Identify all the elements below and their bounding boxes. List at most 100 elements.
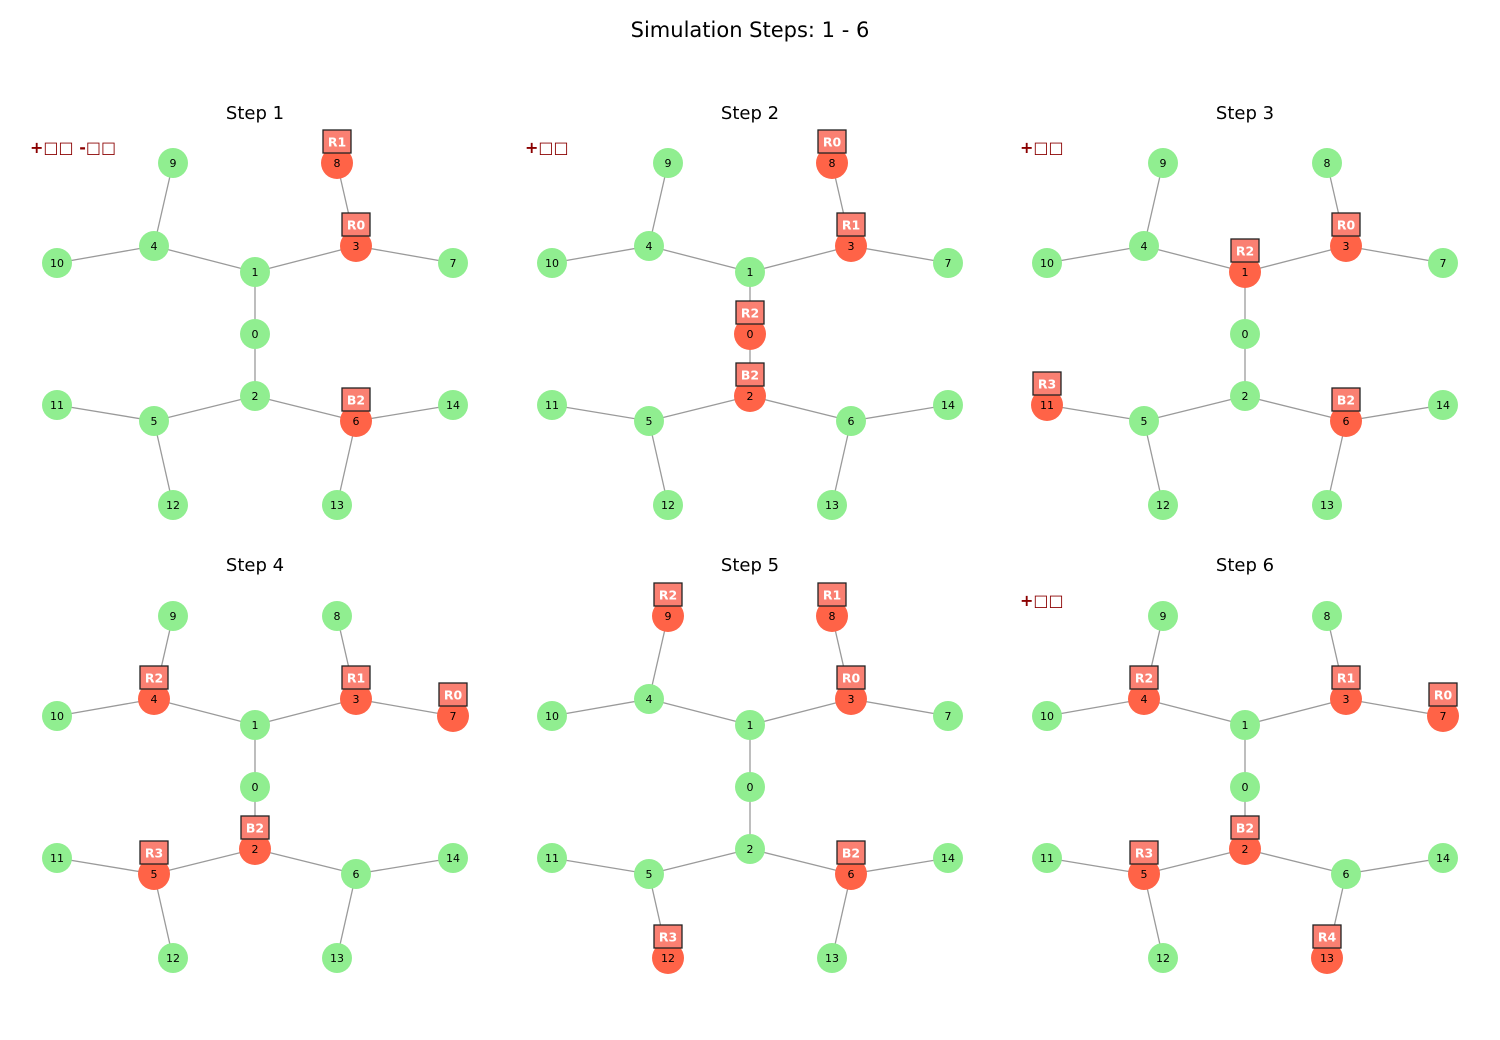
agent-label: R2: [1135, 671, 1153, 686]
graph-edge: [1345, 404, 1444, 422]
agent-label: B2: [1337, 393, 1355, 408]
agent-label: R2: [1236, 244, 1254, 259]
graph-edge: [153, 395, 256, 422]
graph-node: [1032, 701, 1062, 731]
graph-node: [438, 390, 468, 420]
graph-node: [1129, 231, 1159, 261]
graph-edge: [355, 404, 454, 422]
graph-edge: [551, 857, 650, 875]
node-id-label: 8: [829, 157, 836, 170]
agent-label: R0: [1337, 218, 1356, 233]
node-id-label: 6: [353, 868, 360, 881]
graph-node-occupied: [1330, 683, 1362, 715]
graph-edge: [850, 698, 949, 717]
node-id-label: 9: [665, 157, 672, 170]
graph-edge: [850, 857, 949, 875]
agent-label: R4: [1318, 930, 1337, 945]
node-id-label: 7: [1440, 257, 1447, 270]
node-id-label: 12: [661, 499, 675, 512]
agent-label-box: [1129, 665, 1159, 690]
agent-label: R3: [145, 846, 163, 861]
step-delta-text: +□□ -□□: [30, 138, 116, 157]
graph-node: [735, 257, 765, 287]
node-id-label: 13: [825, 499, 839, 512]
graph-node: [42, 701, 72, 731]
node-id-label: 13: [825, 952, 839, 965]
node-id-label: 3: [1343, 240, 1350, 253]
agent-label-box: [1032, 371, 1062, 396]
node-id-label: 3: [848, 240, 855, 253]
step-title: Step 6: [1216, 555, 1274, 576]
node-id-label: 7: [945, 710, 952, 723]
node-id-label: 7: [450, 257, 457, 270]
graph-node: [817, 943, 847, 973]
graph-edge: [1143, 848, 1246, 875]
graph-node-occupied: [734, 318, 766, 350]
agent-label: R1: [842, 218, 860, 233]
node-id-label: 5: [1141, 415, 1148, 428]
agent-label: R1: [347, 671, 365, 686]
graph-edge: [648, 698, 751, 726]
graph-node: [42, 390, 72, 420]
node-id-label: 11: [50, 399, 64, 412]
node-id-label: 3: [1343, 693, 1350, 706]
node-id-label: 9: [170, 157, 177, 170]
graph-edge: [153, 848, 256, 875]
graph-node: [240, 319, 270, 349]
node-id-label: 4: [1141, 693, 1148, 706]
graph-node: [634, 231, 664, 261]
agent-label-box: [1331, 665, 1361, 690]
agent-label: R0: [347, 218, 366, 233]
node-id-label: 1: [252, 719, 259, 732]
node-id-label: 8: [334, 157, 341, 170]
agent-label-box: [139, 840, 169, 865]
agent-label-box: [341, 212, 371, 237]
graph-node-occupied: [652, 600, 684, 632]
step-title: Step 5: [721, 555, 779, 576]
node-id-label: 10: [50, 710, 64, 723]
graph-edge: [254, 698, 357, 726]
graph-node: [42, 843, 72, 873]
graph-node-occupied: [1128, 858, 1160, 890]
node-id-label: 12: [1156, 499, 1170, 512]
graph-node: [158, 601, 188, 631]
graph-node: [322, 490, 352, 520]
node-id-label: 0: [747, 781, 754, 794]
node-id-label: 13: [1320, 952, 1334, 965]
graph-node-occupied: [734, 380, 766, 412]
graph-node: [240, 772, 270, 802]
node-id-label: 2: [1242, 390, 1249, 403]
node-id-label: 9: [170, 610, 177, 623]
graph-edge: [153, 245, 256, 273]
node-id-label: 5: [646, 868, 653, 881]
agent-label-box: [836, 212, 866, 237]
graph-edge: [1046, 245, 1145, 264]
graph-node: [322, 601, 352, 631]
graph-node: [735, 710, 765, 740]
graph-node: [634, 406, 664, 436]
graph-node-occupied: [437, 700, 469, 732]
graph-node: [1428, 390, 1458, 420]
node-id-label: 9: [1160, 157, 1167, 170]
node-id-label: 7: [1440, 710, 1447, 723]
node-id-label: 0: [252, 328, 259, 341]
node-id-label: 3: [353, 693, 360, 706]
graph-node-occupied: [1128, 683, 1160, 715]
graph-node: [634, 684, 664, 714]
node-id-label: 10: [545, 257, 559, 270]
step-delta-text: +□□: [525, 138, 569, 157]
graph-node: [1312, 601, 1342, 631]
agent-label-box: [1428, 682, 1458, 707]
node-id-label: 0: [747, 328, 754, 341]
node-id-label: 13: [1320, 499, 1334, 512]
node-id-label: 8: [829, 610, 836, 623]
graph-edge: [1143, 395, 1246, 422]
graph-node: [158, 148, 188, 178]
